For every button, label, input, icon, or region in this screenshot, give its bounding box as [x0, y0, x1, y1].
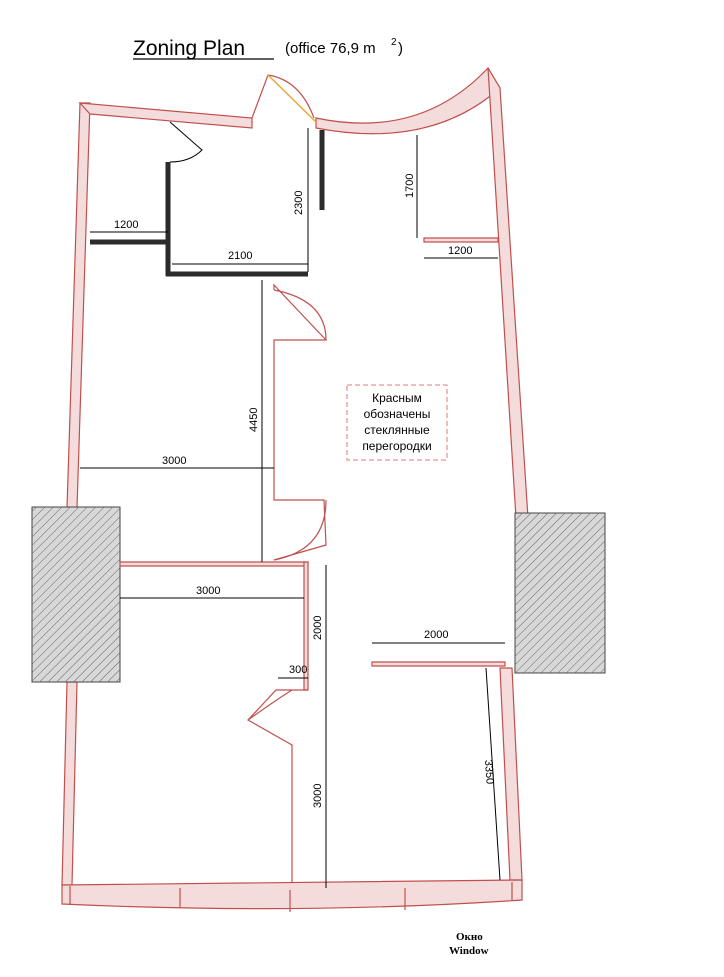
wall-right-upper	[487, 67, 529, 519]
glass-lower-office	[247, 689, 308, 882]
dim-3350: 3350	[482, 759, 496, 784]
dim-line-3350	[485, 667, 501, 881]
wall-top-left	[78, 102, 253, 129]
glass-top-right	[423, 237, 499, 243]
dim-1200-right: 1200	[448, 245, 472, 257]
solid-partitions	[90, 130, 325, 277]
wall-left-upper	[66, 102, 91, 509]
storage-door-swing	[169, 121, 203, 163]
dim-1200-left: 1200	[114, 219, 138, 231]
door-upper-swing	[273, 289, 327, 341]
door-lower-swing	[273, 499, 327, 561]
dim-300: 300	[289, 664, 307, 676]
dim-3000-upper: 3000	[162, 455, 186, 467]
column-right-hatch	[515, 513, 605, 673]
dim-3000-vertical: 3000	[312, 784, 324, 808]
title-close: )	[398, 40, 403, 57]
wall-bottom-window	[61, 879, 523, 910]
window-label: Окно Window	[449, 931, 489, 957]
note-box	[346, 384, 448, 461]
note-line-4: перегородки	[362, 439, 431, 453]
outer-walls	[61, 67, 529, 912]
door-lower-office-swing	[247, 689, 293, 721]
dimension-lines	[80, 128, 505, 888]
dim-3000-lower: 3000	[196, 585, 220, 597]
column-left-hatch	[32, 507, 120, 682]
note-line-3: стеклянные	[364, 423, 430, 437]
glass-partition-note: Красным обозначены стеклянные перегородк…	[346, 384, 448, 461]
dim-2100: 2100	[228, 250, 252, 262]
dim-2000-vertical: 2000	[312, 616, 324, 640]
glass-wall-central	[273, 283, 328, 561]
glass-right-horizontal	[371, 661, 506, 667]
glass-meeting-top	[119, 561, 309, 567]
wall-top-curved	[315, 67, 501, 135]
window-label-en: Window	[449, 945, 489, 957]
plan-title: Zoning Plan (office 76,9 m 2 )	[133, 37, 403, 60]
glass-partitions	[119, 237, 506, 882]
wall-right-lower	[499, 667, 523, 881]
dim-2300: 2300	[293, 191, 305, 215]
dim-2000-horizontal: 2000	[424, 629, 448, 641]
title-sup: 2	[391, 37, 397, 48]
window-label-ru: Окно	[456, 931, 483, 943]
note-line-1: Красным	[372, 391, 422, 405]
note-line-2: обозначены	[364, 407, 431, 421]
wall-left-lower	[61, 681, 78, 886]
title-sub: (office 76,9 m	[285, 40, 376, 57]
title-main: Zoning Plan	[133, 37, 245, 60]
dimension-labels: 1200 2100 2300 1700 1200 4450 3000 3000 …	[114, 174, 496, 808]
entrance-door	[251, 74, 317, 123]
entrance-door-leaf	[267, 74, 317, 123]
dim-1700: 1700	[404, 174, 416, 198]
dim-4450: 4450	[248, 408, 260, 432]
